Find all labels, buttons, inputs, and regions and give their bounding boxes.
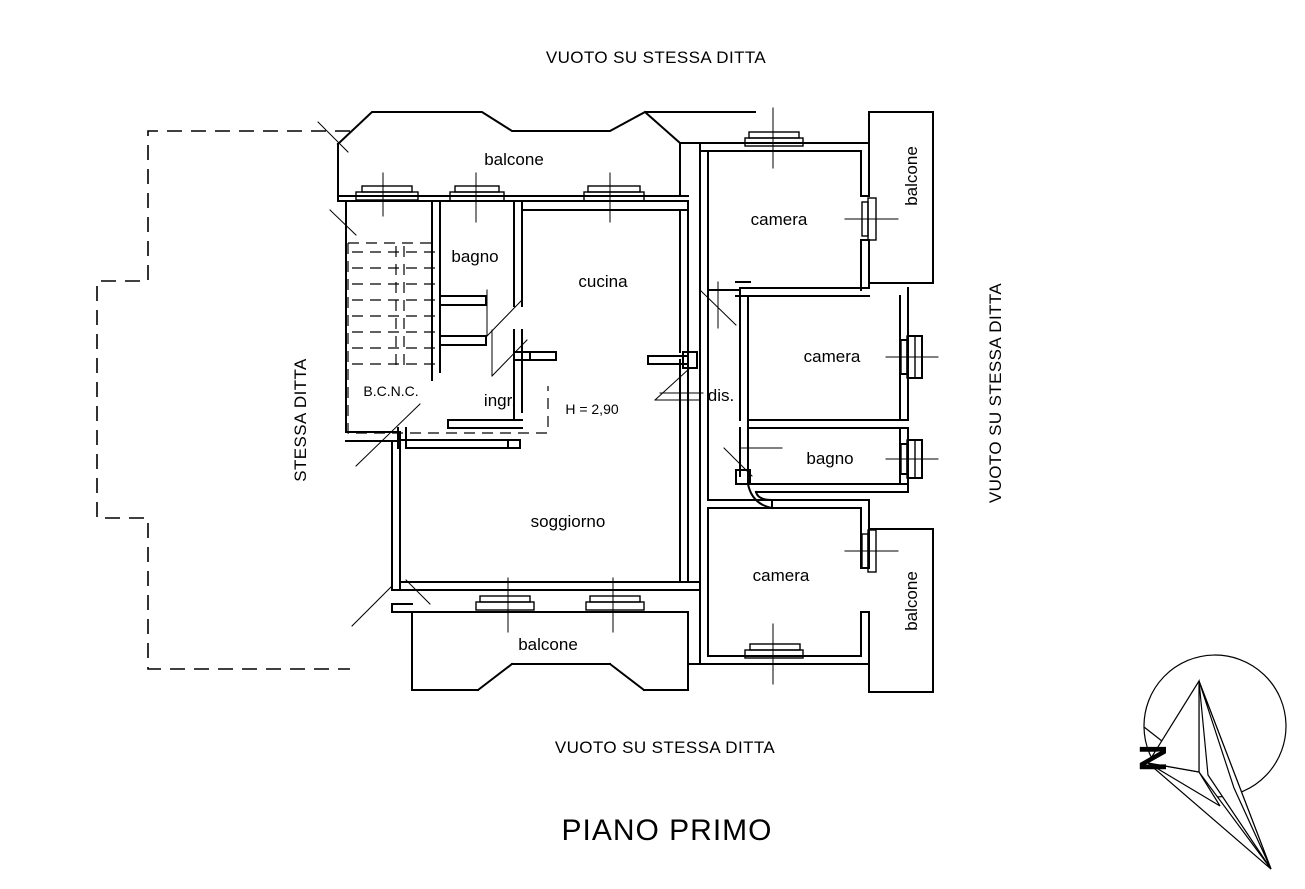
- room-label-camera-2: camera: [804, 347, 861, 366]
- window-symbol: [449, 172, 505, 223]
- window-symbol: [585, 577, 645, 633]
- north-arrow-compass: N: [1133, 654, 1287, 870]
- camera-2-walls: [739, 287, 923, 429]
- room-label-bagno-right: bagno: [806, 449, 853, 468]
- room-label-ingresso: ingr.: [484, 391, 516, 410]
- room-label-soggiorno: soggiorno: [531, 512, 606, 531]
- window-symbol: [844, 529, 899, 573]
- window-symbol: [885, 439, 939, 479]
- north-letter-label: N: [1133, 744, 1175, 771]
- window-symbol: [355, 172, 419, 217]
- room-label-disimpegno: dis.: [708, 386, 734, 405]
- room-label-balcone-bottom: balcone: [518, 635, 578, 654]
- stair-hatch-pattern: [352, 246, 440, 370]
- window-symbol: [475, 577, 535, 633]
- window-symbol: [744, 623, 804, 685]
- boundary-label-bottom: VUOTO SU STESSA DITTA: [555, 738, 776, 757]
- room-label-balcone-right-bottom: balcone: [902, 571, 921, 631]
- balcony-bottom-outline: [351, 585, 701, 692]
- bagno-right-walls: [723, 427, 923, 510]
- bcnc-dashed-enclosure: [347, 242, 549, 434]
- bagno-left-walls: [439, 200, 528, 377]
- room-label-bagno-left: bagno: [451, 247, 498, 266]
- ingresso-walls: [355, 365, 523, 467]
- adjacent-property-outline: [96, 130, 350, 670]
- window-symbol: [885, 335, 939, 379]
- room-label-bcnc: B.C.N.C.: [363, 383, 418, 399]
- room-label-balcone-top: balcone: [484, 150, 544, 169]
- room-label-cucina: cucina: [578, 272, 628, 291]
- balcony-right-bottom-outline: [868, 528, 934, 693]
- soggiorno-walls: [391, 281, 737, 591]
- window-symbol-group-south: [475, 577, 645, 633]
- room-label-camera-3: camera: [753, 566, 810, 585]
- apartment-outer-walls: [317, 121, 441, 605]
- window-symbol: [583, 172, 645, 223]
- room-label-balcone-right-top: balcone: [902, 146, 921, 206]
- window-symbol-group-north: [355, 172, 645, 223]
- page-title: PIANO PRIMO: [561, 814, 772, 847]
- boundary-label-left: STESSA DITTA: [291, 358, 310, 482]
- balcony-right-top-outline: [868, 111, 934, 284]
- window-symbol: [744, 107, 804, 169]
- balcony-top-outline: [336, 110, 756, 197]
- room-label-camera-1: camera: [751, 210, 808, 229]
- boundary-label-top: VUOTO SU STESSA DITTA: [546, 48, 767, 67]
- boundary-label-right: VUOTO SU STESSA DITTA: [986, 283, 1005, 504]
- window-symbol: [844, 197, 899, 241]
- ceiling-height-note: H = 2,90: [565, 401, 619, 417]
